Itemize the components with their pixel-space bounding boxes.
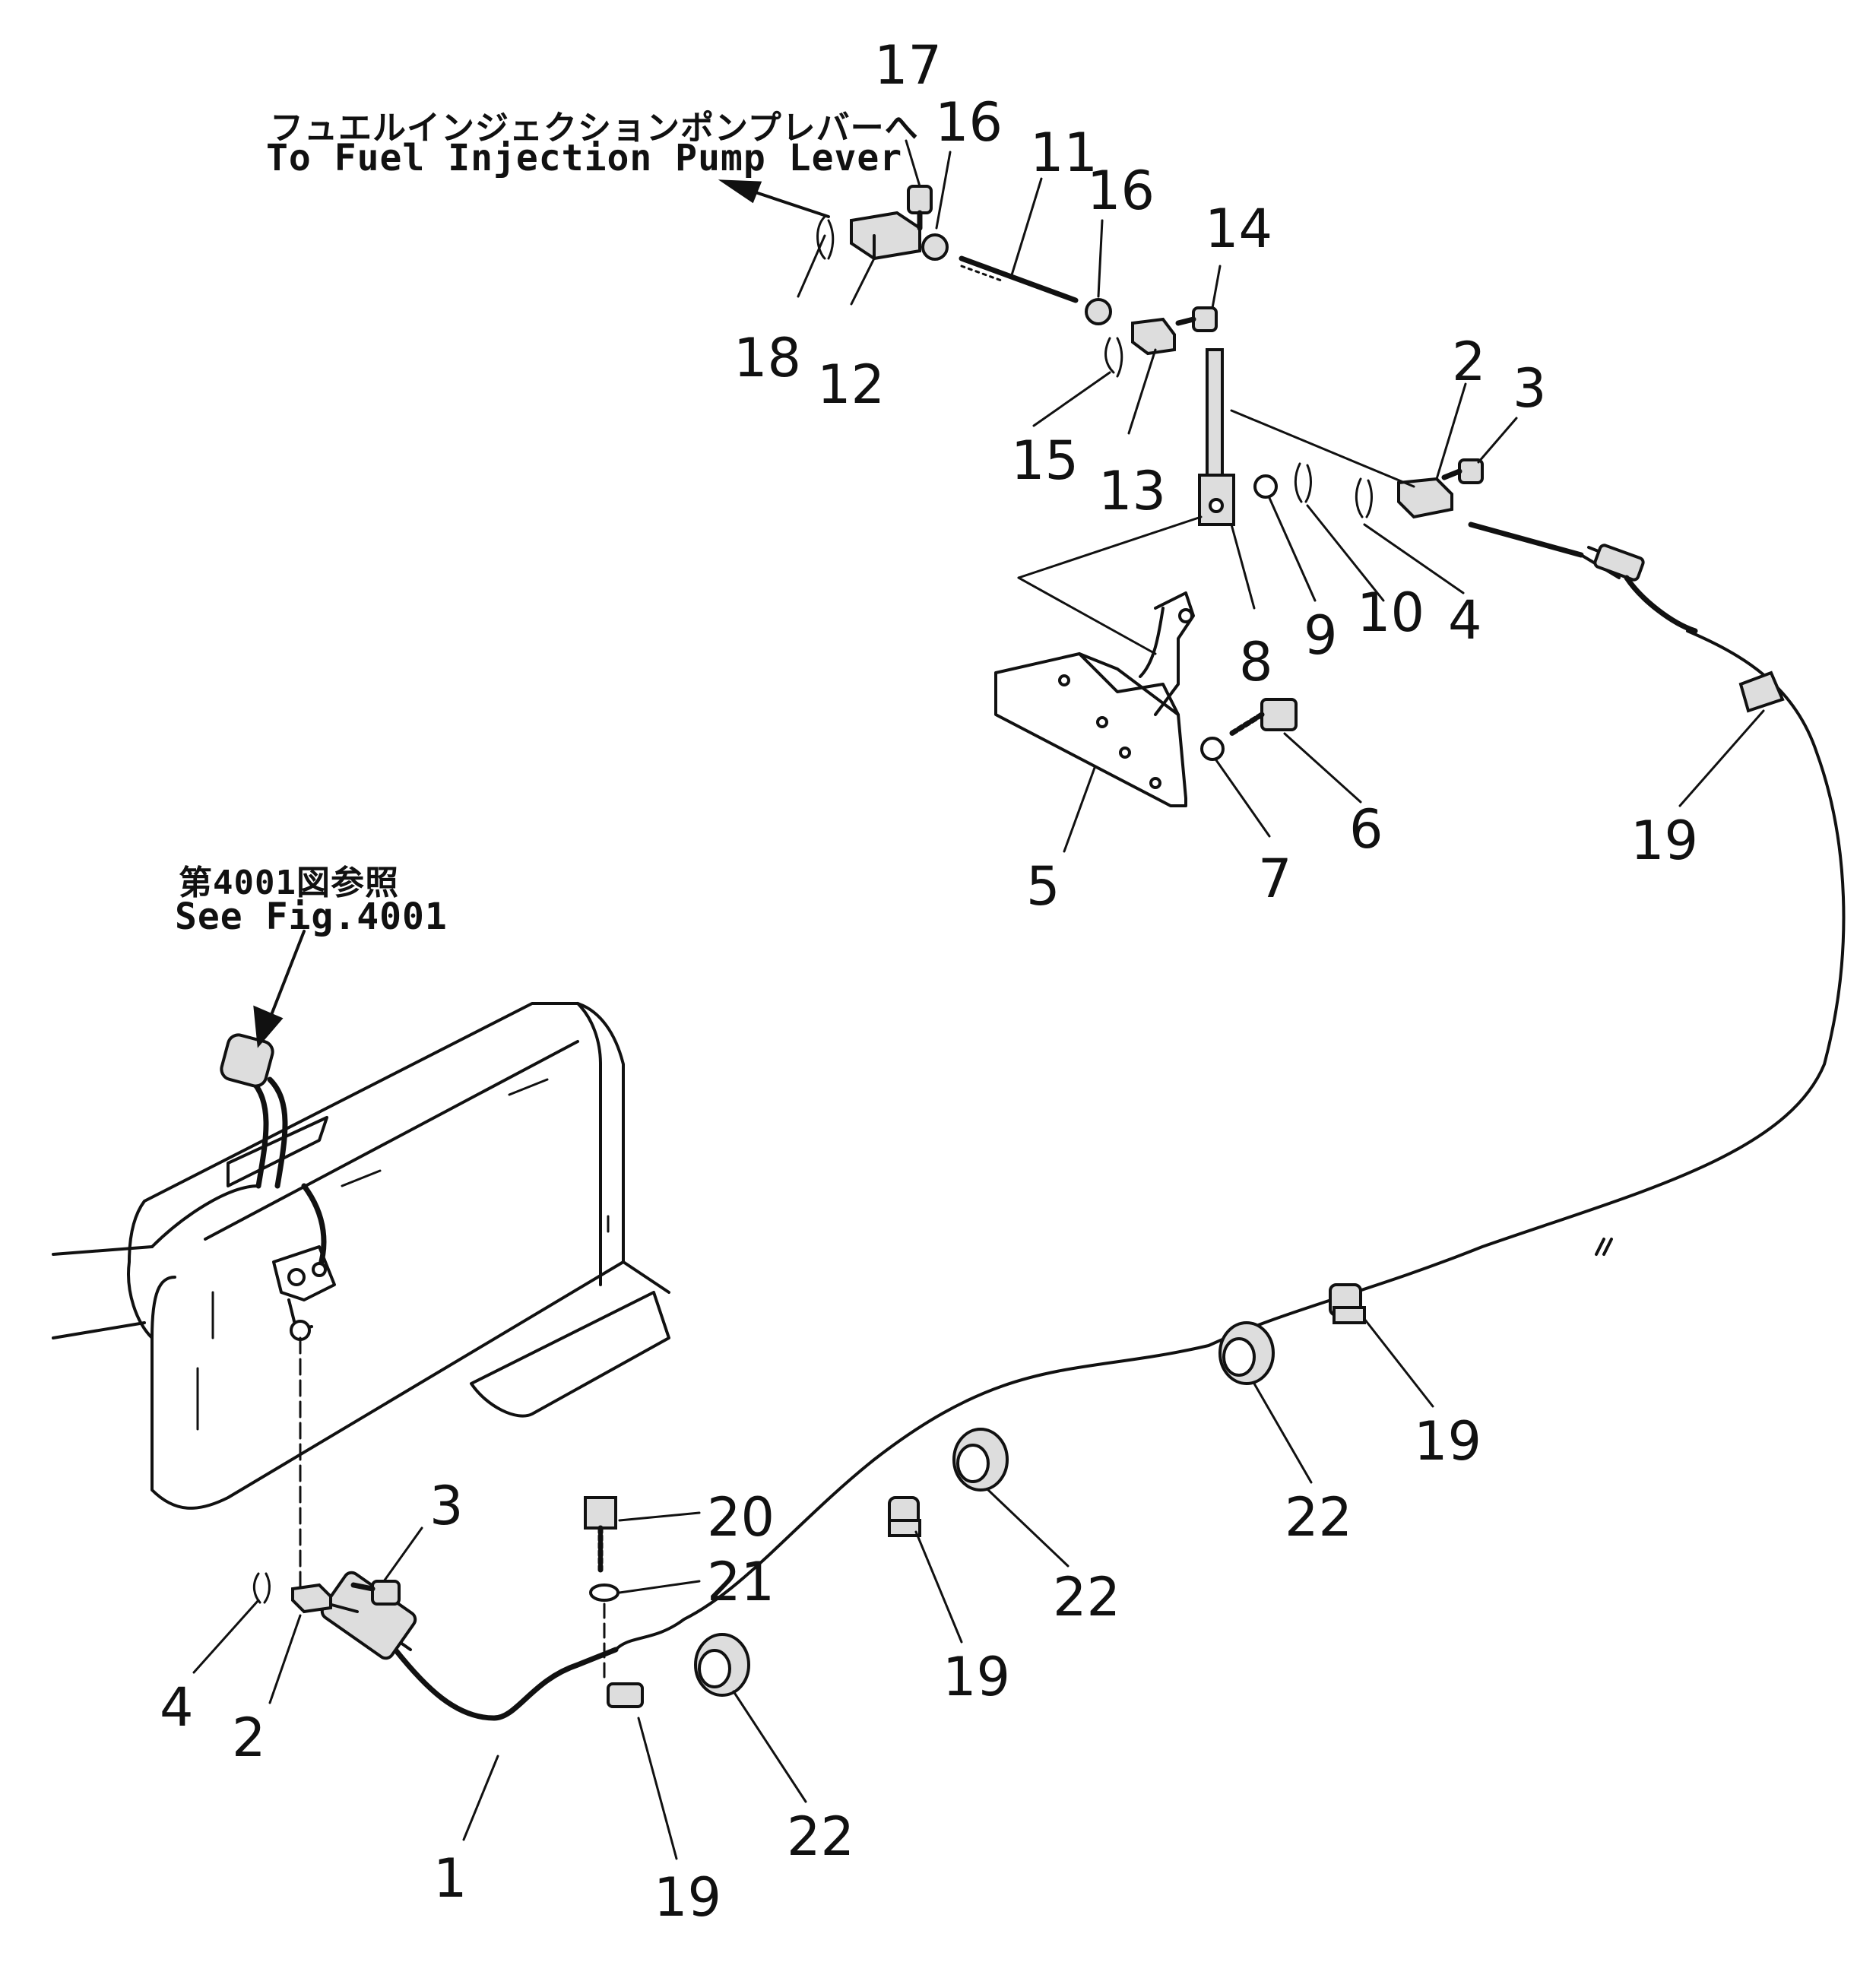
callout-18: 18 xyxy=(734,327,801,389)
see-fig-caption-en: See Fig.4001 xyxy=(175,896,448,938)
callout-labels: 17 16 11 16 14 18 12 15 13 2 3 8 9 10 4 … xyxy=(160,34,1698,1929)
filler-cap xyxy=(220,1033,274,1088)
cable-clip-19b xyxy=(1329,1283,1366,1324)
part-8-lever xyxy=(1198,348,1235,526)
part-21-washer xyxy=(589,1583,620,1602)
callout-4: 4 xyxy=(1448,589,1482,651)
callout-19-c: 19 xyxy=(943,1646,1010,1708)
part-12-block xyxy=(850,211,921,261)
fuel-tank-body xyxy=(52,1002,670,1598)
part-3-bolt-lower xyxy=(350,1580,401,1606)
callout-20: 20 xyxy=(707,1486,775,1549)
callout-4-b: 4 xyxy=(160,1676,194,1739)
part-14-bolt xyxy=(1175,306,1218,332)
grommet-22b xyxy=(952,1428,1009,1492)
callout-19-b: 19 xyxy=(654,1866,721,1929)
governor-linkage xyxy=(272,1245,336,1341)
part-9-washer xyxy=(1253,474,1278,499)
callout-19-a: 19 xyxy=(1630,810,1698,872)
part-13-block xyxy=(1131,317,1176,356)
callout-21: 21 xyxy=(707,1551,775,1613)
fuel-pump-caption-jp: フュエルインジェクションポンプレバーへ xyxy=(270,109,919,147)
callout-5: 5 xyxy=(1026,855,1060,918)
cable-clip-19c xyxy=(888,1496,921,1537)
part-16-nut-2 xyxy=(1085,298,1112,325)
callout-22-c: 22 xyxy=(1285,1486,1352,1549)
callout-13: 13 xyxy=(1098,460,1166,522)
callout-3-b: 3 xyxy=(429,1475,464,1537)
see-fig-caption-jp: 第4001図参照 xyxy=(179,864,399,902)
part-7-washer xyxy=(1200,737,1225,761)
callout-17: 17 xyxy=(874,34,942,97)
callout-22-b: 22 xyxy=(1053,1566,1120,1628)
callout-16: 16 xyxy=(935,91,1003,154)
callout-16-b: 16 xyxy=(1087,160,1155,222)
callout-19-d: 19 xyxy=(1414,1410,1481,1473)
callout-3: 3 xyxy=(1513,357,1547,420)
grommet-22c xyxy=(694,1633,750,1697)
part-16-nut xyxy=(921,233,949,261)
callout-15: 15 xyxy=(1011,430,1079,492)
callout-2-b: 2 xyxy=(232,1707,266,1769)
callout-14: 14 xyxy=(1205,198,1272,260)
callout-7: 7 xyxy=(1258,848,1292,910)
part-6-bolt xyxy=(1228,698,1298,737)
leader-lines xyxy=(192,139,1765,1860)
callout-9: 9 xyxy=(1304,604,1338,667)
cable-clip-19d xyxy=(607,1682,644,1708)
callout-6: 6 xyxy=(1349,798,1383,861)
part-5-bracket xyxy=(994,591,1195,807)
callout-1: 1 xyxy=(433,1847,467,1910)
callout-22-a: 22 xyxy=(787,1805,854,1868)
callout-8: 8 xyxy=(1239,631,1273,693)
part-20-bolt xyxy=(584,1496,617,1573)
see-fig-arrow xyxy=(253,930,306,1048)
fuel-pump-caption-en: To Fuel Injection Pump Lever xyxy=(266,137,903,179)
part-3-bolt xyxy=(1441,458,1484,484)
cable-clip-19a xyxy=(1738,670,1785,713)
throttle-cable xyxy=(252,521,1846,1721)
part-11-rod xyxy=(959,255,1079,303)
callout-12: 12 xyxy=(817,353,885,416)
callout-2: 2 xyxy=(1452,331,1486,393)
callout-10: 10 xyxy=(1357,582,1424,644)
grommet-22a xyxy=(1218,1321,1275,1385)
callout-11: 11 xyxy=(1030,122,1098,184)
part-2-block-lower xyxy=(291,1583,332,1614)
